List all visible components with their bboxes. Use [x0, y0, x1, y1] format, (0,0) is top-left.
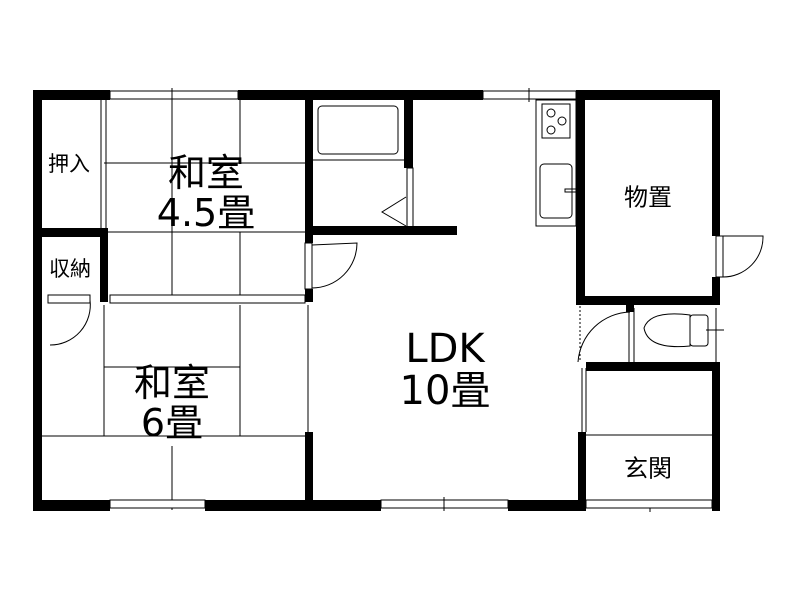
room-label-ldk: LDK 10畳: [400, 328, 491, 412]
room-label-oshiire: 押入: [48, 151, 90, 176]
room-name: 和室: [167, 151, 244, 196]
room-name: LDK: [405, 326, 485, 372]
windows: [47, 88, 713, 511]
room-label-washitsu-45: 和室 4.5畳: [156, 151, 256, 235]
room-label-genkan: 玄関: [624, 454, 672, 483]
room-name: 和室: [133, 361, 211, 406]
room-label-shuno: 収納: [49, 256, 91, 281]
walls: [33, 90, 720, 511]
room-size: 10畳: [399, 368, 491, 414]
room-label-washitsu-6: 和室 6畳: [133, 361, 211, 445]
room-label-monooki: 物置: [624, 183, 672, 212]
thin-lines: [40, 99, 764, 512]
room-size: 4.5畳: [156, 191, 256, 235]
room-size: 6畳: [140, 401, 204, 445]
